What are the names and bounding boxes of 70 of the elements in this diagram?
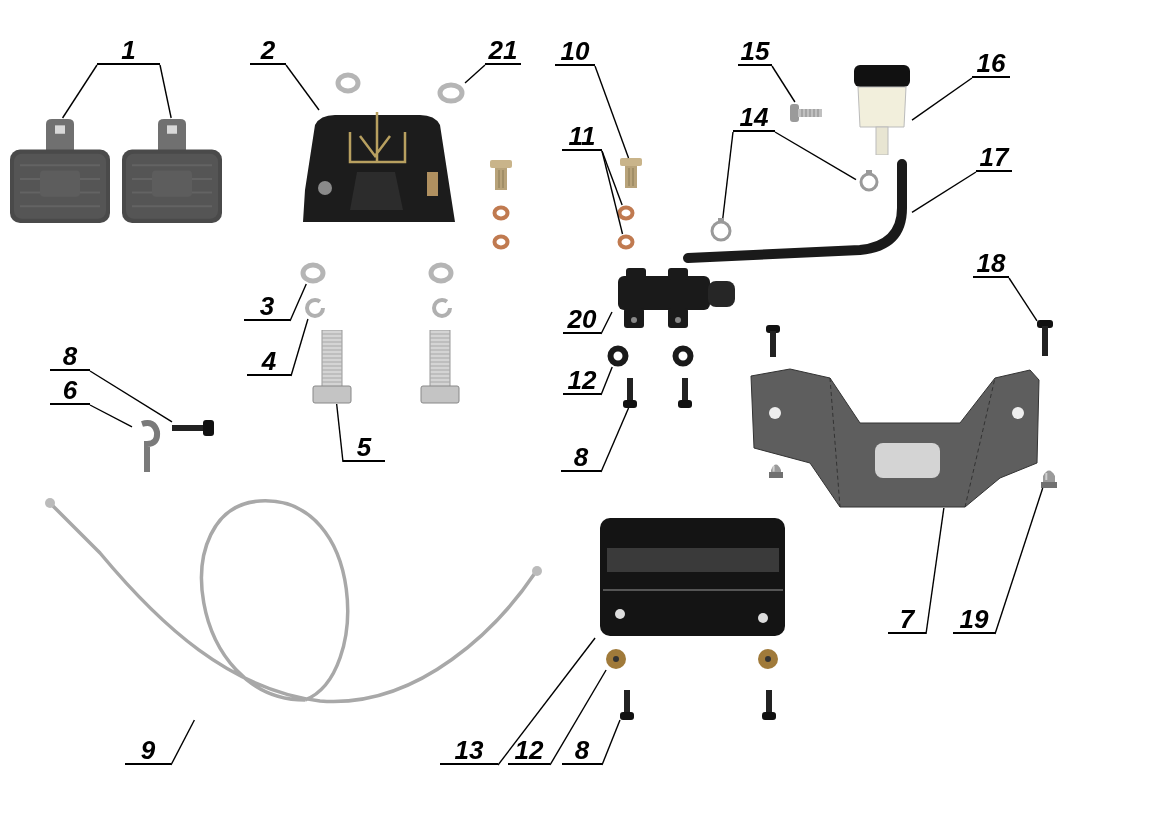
- washer-drawing: [437, 82, 465, 104]
- leader-line: [774, 131, 857, 181]
- callout-number: 10: [555, 38, 595, 66]
- callout-number: 5: [343, 434, 385, 462]
- screw-drawing: [623, 378, 637, 408]
- leader-line: [289, 283, 307, 322]
- callout-number: 13: [440, 737, 498, 765]
- leader-line: [89, 404, 133, 428]
- callout-number: 9: [125, 737, 171, 765]
- leader-line: [285, 64, 320, 111]
- leader-line: [594, 65, 630, 159]
- leader-line: [89, 370, 173, 423]
- screw-drawing: [790, 102, 822, 124]
- leader-line: [464, 64, 486, 84]
- washer-drawing: [605, 648, 627, 670]
- callout-number: 12: [563, 367, 601, 395]
- callout-number: 1: [97, 37, 160, 65]
- callout-number: 16: [972, 50, 1010, 78]
- callout-number: 8: [561, 444, 601, 472]
- screw-drawing: [1037, 320, 1053, 356]
- leader-line: [601, 150, 624, 235]
- brake-pad-drawing: [122, 118, 222, 223]
- callout-number: 2: [250, 37, 286, 65]
- washer-drawing: [300, 262, 326, 284]
- callout-number: 8: [562, 737, 602, 765]
- callout-number: 19: [953, 606, 995, 634]
- leader-line: [1008, 277, 1038, 322]
- leader-line: [600, 366, 613, 396]
- leader-line: [601, 150, 623, 206]
- leader-line: [290, 318, 309, 377]
- callout-number: 15: [738, 38, 772, 66]
- callout-number: 3: [244, 293, 290, 321]
- lock-washer-drawing: [303, 297, 327, 319]
- callout-number: 8: [50, 343, 90, 371]
- callout-number: 17: [976, 144, 1012, 172]
- leader-line: [722, 131, 734, 219]
- leader-line: [601, 719, 621, 766]
- leader-line: [925, 507, 945, 635]
- callout-number: 21: [485, 37, 521, 65]
- hose-clamp-drawing: [708, 218, 734, 242]
- screw-drawing: [172, 420, 214, 436]
- leader-line: [549, 669, 607, 766]
- callout-number: 14: [733, 104, 775, 132]
- bracket-drawing: [750, 368, 1040, 508]
- leader-line: [994, 487, 1044, 635]
- brake-pad-drawing: [10, 118, 110, 223]
- leader-line: [600, 311, 613, 335]
- callout-number: 7: [888, 606, 926, 634]
- leader-line: [335, 403, 344, 463]
- reservoir-drawing: [852, 65, 912, 155]
- callout-number: 20: [563, 306, 601, 334]
- leader-line: [911, 77, 973, 121]
- screw-drawing: [620, 690, 634, 720]
- leader-line: [911, 171, 977, 214]
- banjo-bolt-drawing: [620, 158, 642, 188]
- rubber-washer-drawing: [607, 345, 629, 367]
- callout-number: 4: [247, 348, 291, 376]
- leader-line: [170, 719, 196, 766]
- callout-number: 11: [562, 123, 602, 151]
- cap-nut-drawing: [1040, 468, 1058, 488]
- leader-line: [600, 407, 630, 473]
- leader-line: [497, 637, 596, 766]
- hex-bolt-drawing: [312, 330, 352, 404]
- leader-line: [61, 64, 98, 119]
- copper-washer-drawing: [617, 205, 635, 221]
- leader-line: [771, 65, 796, 103]
- callout-number: 6: [50, 377, 90, 405]
- callout-number: 18: [973, 250, 1009, 278]
- copper-washer-drawing: [617, 234, 635, 250]
- callout-number: 12: [508, 737, 550, 765]
